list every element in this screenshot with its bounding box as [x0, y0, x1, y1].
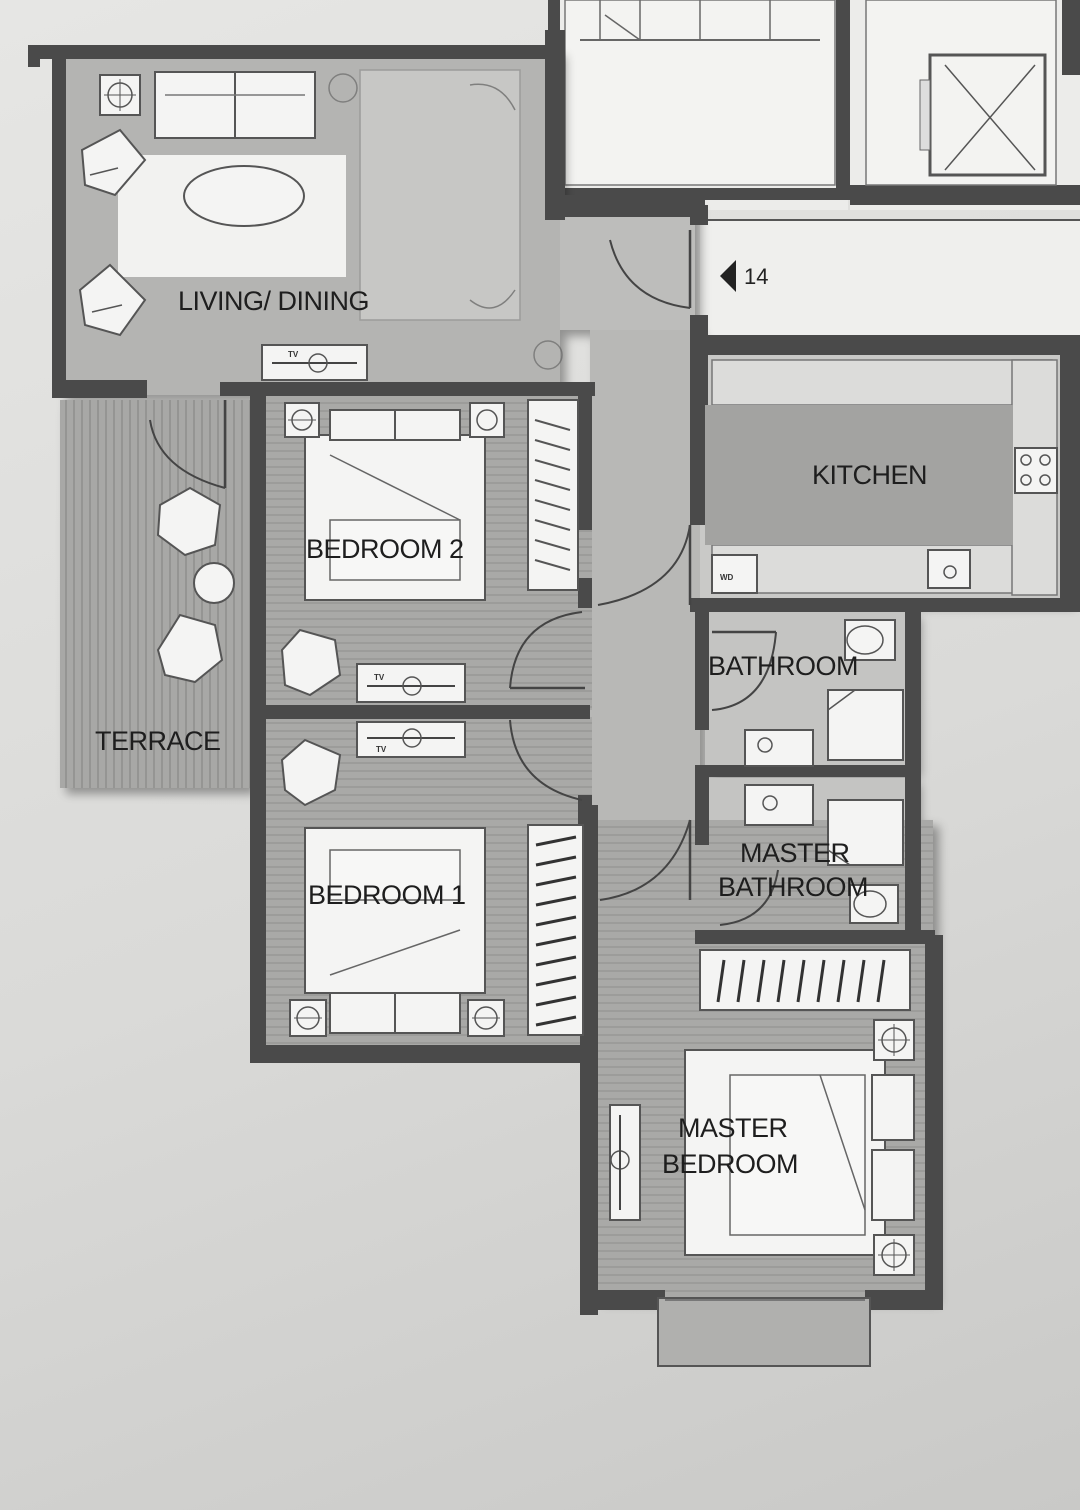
terrace-furniture: TERRACE	[95, 400, 235, 756]
kitchen-door[interactable]	[597, 524, 692, 606]
unit-marker-arrow-icon	[720, 260, 736, 292]
bathroom-door[interactable]	[711, 630, 777, 711]
svg-text:WD: WD	[720, 573, 734, 582]
master-bathroom-label-line2: BATHROOM	[718, 872, 868, 902]
pillows	[871, 1074, 915, 1221]
living-dining-furniture: TV LIVING/ DINING	[78, 69, 563, 381]
bedroom-1-furniture: TV BEDROOM 1	[280, 719, 584, 1037]
bedroom-2-door[interactable]	[509, 611, 585, 690]
entrance-door[interactable]	[609, 230, 692, 309]
wardrobe	[527, 824, 584, 1036]
terrace-label: TERRACE	[95, 726, 221, 756]
lamp-icon	[467, 999, 505, 1037]
bedroom-2-label: BEDROOM 2	[306, 534, 464, 564]
armchair-icon	[80, 128, 147, 197]
wardrobe	[527, 399, 579, 591]
stove-icon	[1014, 447, 1058, 494]
armchair-icon	[280, 738, 342, 807]
stair-icon	[580, 0, 820, 41]
tv-label: TV	[374, 673, 385, 682]
living-dining-label: LIVING/ DINING	[178, 286, 369, 316]
shower-icon	[827, 689, 904, 761]
basin-icon	[744, 784, 814, 826]
bedroom-1-door[interactable]	[509, 719, 583, 801]
bathroom-label: BATHROOM	[708, 651, 858, 681]
armchair-icon	[156, 613, 224, 684]
armchair-icon	[156, 486, 222, 557]
coffee-table	[183, 165, 305, 227]
service-core	[548, 0, 1080, 210]
kitchen-fixtures: WD KITCHEN	[705, 359, 1058, 596]
dining-table	[328, 69, 563, 370]
toilet-icon	[844, 619, 896, 661]
tv-unit: TV	[356, 663, 466, 703]
master-bathroom-label-line1: MASTER	[740, 838, 850, 868]
wardrobe	[699, 949, 911, 1011]
master-bathroom-door[interactable]	[719, 869, 779, 926]
lamp-icon	[289, 999, 327, 1037]
master-bedroom-label-line2: BEDROOM	[662, 1149, 798, 1179]
walls	[28, 30, 1080, 1315]
side-table	[193, 562, 235, 604]
lamp-icon	[873, 1019, 915, 1061]
kitchen-label: KITCHEN	[812, 460, 927, 490]
lift-shaft-icon	[919, 53, 1047, 177]
bedroom-2-furniture: TV BEDROOM 2	[280, 399, 585, 703]
master-bathroom-fixtures: MASTER BATHROOM	[718, 784, 904, 926]
unit-marker: 14	[720, 260, 768, 292]
lamp-icon	[469, 402, 505, 438]
tv-unit: TV	[261, 344, 368, 381]
toilet-icon	[849, 884, 899, 924]
armchair-icon	[78, 263, 147, 337]
terrace-door[interactable]	[149, 400, 227, 489]
bay-window	[657, 1297, 871, 1367]
master-bedroom-furniture: MASTER BEDROOM	[599, 819, 915, 1276]
tv-label: TV	[376, 745, 387, 754]
fridge-icon: WD	[711, 554, 758, 594]
tv-unit: TV	[356, 721, 466, 758]
lamp-icon	[873, 1234, 915, 1276]
lamp-icon	[284, 402, 320, 438]
bedroom-1-label: BEDROOM 1	[308, 880, 466, 910]
master-bedroom-label-line1: MASTER	[678, 1113, 788, 1143]
basin-icon	[744, 729, 814, 767]
armchair-icon	[280, 628, 342, 697]
unit-marker-number: 14	[744, 264, 768, 289]
lamp-icon	[99, 74, 141, 116]
bathroom-fixtures: BATHROOM	[708, 619, 904, 767]
tv-unit	[609, 1104, 641, 1221]
sink-icon	[927, 549, 971, 589]
shower-icon	[827, 799, 904, 866]
tv-label: TV	[288, 350, 299, 359]
master-bedroom-door[interactable]	[599, 819, 692, 901]
